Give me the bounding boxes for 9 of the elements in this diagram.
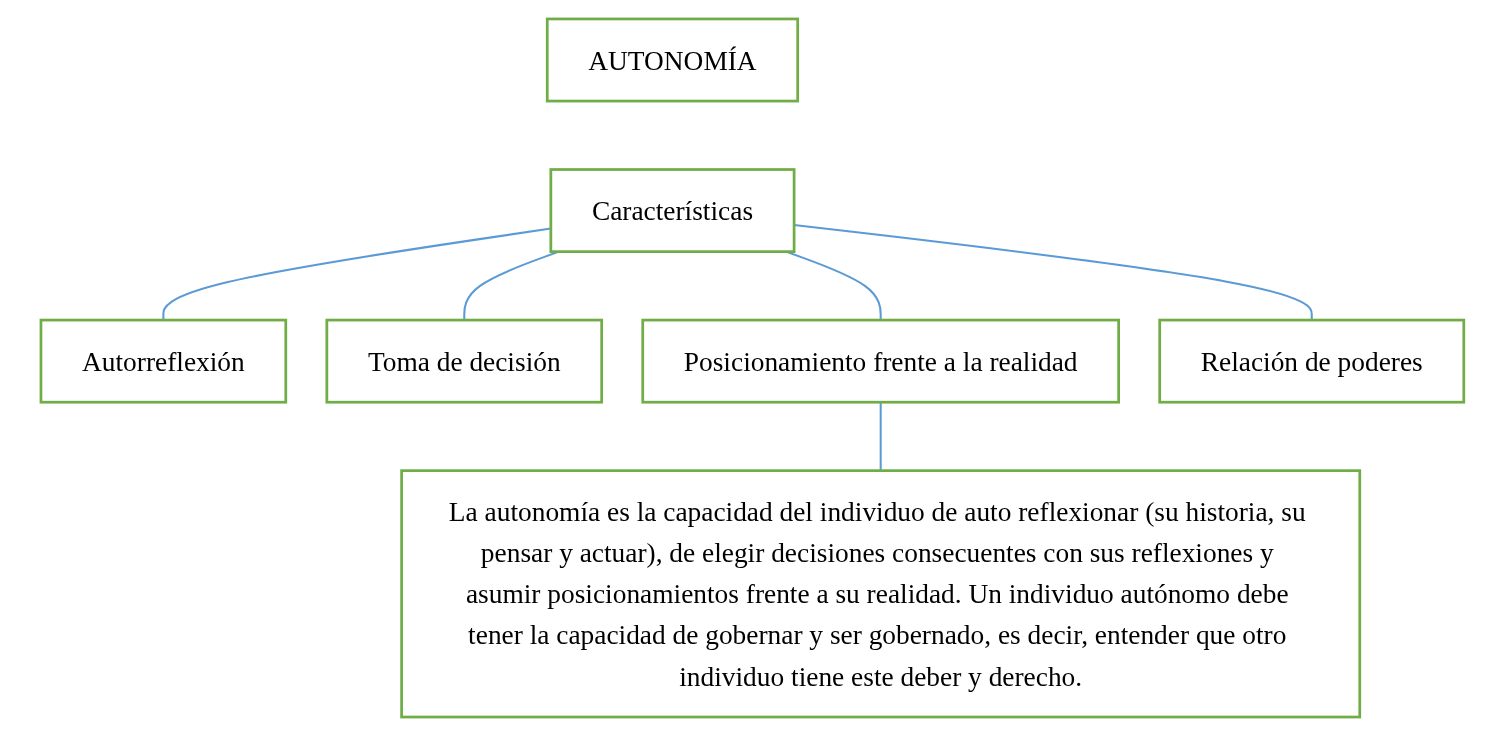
connector: [794, 223, 1313, 320]
node-box: Autorreflexión: [39, 318, 288, 404]
node-box: Características: [549, 167, 796, 253]
node-box: Posicionamiento frente a la realidad: [641, 318, 1121, 404]
node-box: Toma de decisión: [325, 318, 604, 404]
connector: [879, 401, 882, 471]
node-box: AUTONOMÍA: [546, 17, 800, 102]
node-box: La autonomía es la capacidad del individuo de auto reflexionar (su historia, su pensar y actuar), de elegir decisiones consecuentes con sus reflexiones y asumir posicionamientos frente a su realidad. Un individuo autónomo debe tener la capacidad de gobernar y ser gobernado, es decir, entender que otro individuo tiene este deber y derecho.: [400, 468, 1362, 718]
node-box: Relación de poderes: [1158, 318, 1466, 404]
